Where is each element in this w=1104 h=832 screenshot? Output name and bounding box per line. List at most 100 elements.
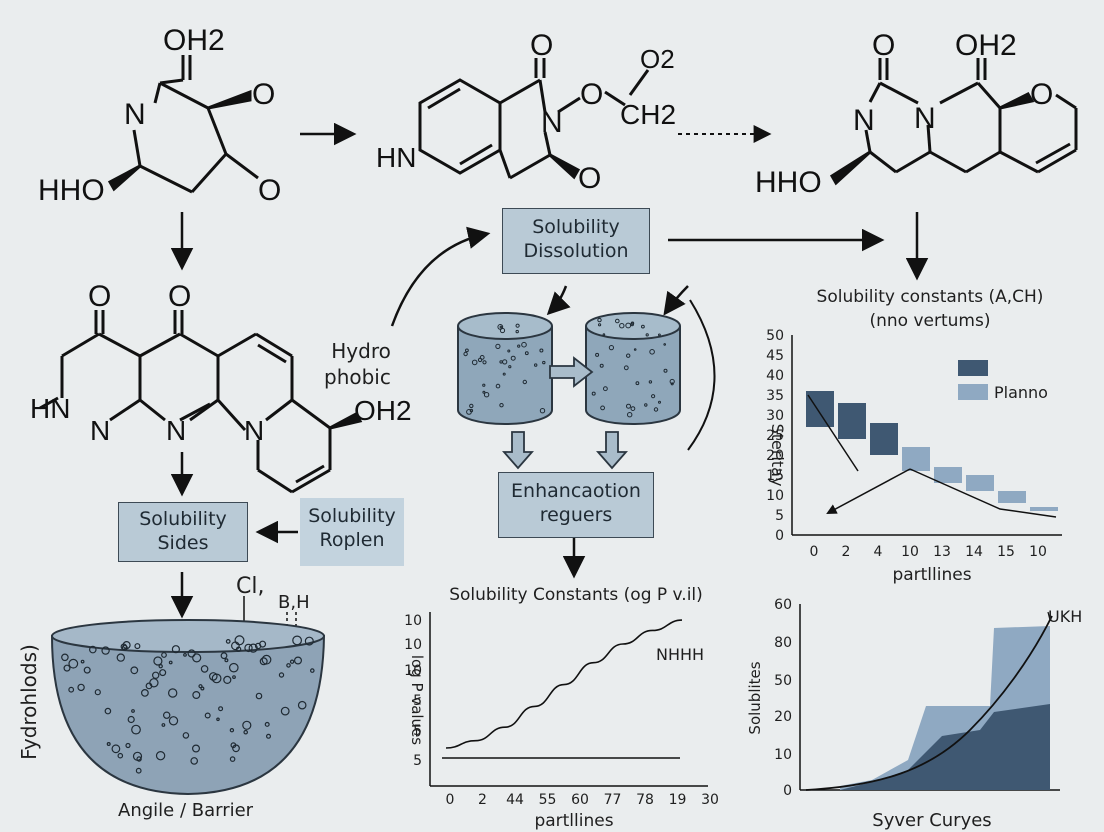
particle-0-25: [539, 408, 546, 414]
molecule-isoquinolinone: O O2 N O CH2 HN O: [376, 29, 676, 195]
chart2-xtick-0: 0: [446, 792, 455, 808]
molecule-pyrimidopyran: O OH2 N N O HHO: [755, 29, 1078, 199]
bowl-particle-70: [122, 640, 131, 650]
chart3-ytick-5: 60: [774, 597, 792, 613]
m1-n: N: [124, 98, 146, 131]
bowl-particle-51: [111, 744, 121, 754]
particle-1-18: [626, 353, 631, 358]
particle-1-3: [658, 333, 661, 337]
bowl-particle-15: [220, 652, 228, 660]
bowl-particle-80: [224, 658, 229, 663]
particle-0-1: [482, 360, 487, 365]
chart3-ytick-3: 50: [774, 673, 792, 689]
chart1-ytick-6: 30: [766, 408, 784, 424]
chart2-xtick-4: 60: [571, 792, 589, 808]
box-solubility-sides: Solubility Sides: [118, 502, 248, 562]
bowl-particle-36: [200, 686, 205, 691]
chart1-xtick-2: 4: [874, 544, 883, 560]
particle-1-25: [669, 378, 675, 385]
m3-n-left: N: [853, 104, 875, 137]
bowl-particle-65: [117, 752, 124, 759]
bowl-particle-23: [259, 657, 268, 666]
particle-1-1: [603, 386, 608, 392]
bowl-particle-86: [125, 742, 131, 749]
chart1-bar-6: [998, 491, 1026, 503]
bowl-particle-18: [229, 756, 236, 762]
chart2-xtick-2: 44: [506, 792, 524, 808]
particle-0-6: [508, 365, 512, 369]
bowl-particle-79: [278, 672, 285, 678]
bowl-particle-76: [106, 741, 111, 746]
chart1-legend-label: Planno: [994, 383, 1048, 402]
particle-0-2: [469, 403, 474, 409]
chart3-curve: [805, 615, 1053, 791]
particle-1-17: [615, 318, 620, 324]
bowl-particle-87: [209, 672, 218, 681]
chart1-ytick-7: 35: [766, 388, 784, 404]
m3-oh2: OH2: [955, 29, 1017, 62]
chart2-series-label: NHHH: [656, 645, 704, 664]
bowl-particle-83: [190, 757, 199, 765]
particle-1-2: [644, 403, 648, 407]
chart1-xtick-5: 14: [965, 544, 983, 560]
m4-n1: N: [90, 415, 110, 446]
bowl-particle-29: [161, 652, 167, 658]
label-cl: Cl,: [236, 574, 265, 599]
bowl-particle-75: [218, 706, 224, 712]
particle-1-22: [627, 412, 633, 418]
particle-1-9: [602, 333, 606, 336]
particle-0-19: [495, 383, 501, 389]
bowl-particle-39: [200, 665, 209, 673]
m2-o-top: O: [530, 29, 553, 62]
chart2-ytick-5: 10: [404, 613, 422, 629]
bowl-particle-22: [104, 707, 112, 715]
particle-1-33: [633, 348, 637, 351]
chart3-ytick-0: 0: [783, 783, 792, 799]
chart2-ytick-1: 5: [413, 723, 422, 739]
bowl-particle-73: [187, 649, 196, 658]
chart1-xtick-4: 13: [933, 544, 951, 560]
chart1-ytick-1: 5: [775, 508, 784, 524]
particle-0-30: [463, 351, 468, 357]
m3-n-mid: N: [914, 102, 936, 135]
particle-0-33: [499, 327, 506, 334]
particle-0-4: [515, 323, 520, 328]
molecule-tricyclic: O O HN N N N OH2: [30, 280, 412, 494]
chart1-bar-1: [838, 403, 866, 439]
bowl-particle-27: [244, 643, 253, 653]
chart1-xlabel: partllines: [892, 565, 971, 585]
m2-ch2: CH2: [620, 99, 676, 130]
chart1-bar-4: [934, 467, 962, 483]
particle-1-27: [635, 381, 640, 386]
particle-1-12: [591, 391, 596, 396]
cylinder-particles: [463, 317, 675, 418]
box-sides-line2: Sides: [157, 532, 209, 554]
chart2-xtick-3: 55: [539, 792, 557, 808]
hollow-arrows: [502, 356, 628, 470]
particle-0-24: [483, 392, 490, 398]
chart2-ytick-4: 10: [404, 637, 422, 653]
m2-hn: HN: [376, 142, 416, 173]
particle-1-16: [598, 323, 602, 327]
chart1-ytick-5: 25: [766, 428, 784, 444]
bowl-particle-53: [230, 742, 237, 749]
chart2-xtick-5: 77: [604, 792, 622, 808]
bowl-particle-7: [183, 653, 187, 657]
bowl-particle-64: [167, 688, 178, 698]
chart2-xlabel: partllines: [534, 811, 613, 831]
chart2-xtick-6: 78: [636, 792, 654, 808]
chart2-xtick-7: 19: [669, 792, 687, 808]
bowl-particle-8: [155, 751, 166, 761]
particle-0-22: [499, 360, 503, 364]
bowl-particle-1: [192, 653, 202, 663]
chart3-line-label: UKH: [1048, 607, 1082, 626]
bowl-particle-41: [243, 729, 249, 735]
particle-1-23: [623, 365, 629, 371]
particle-1-32: [645, 333, 649, 337]
bowl-particle-9: [162, 711, 171, 719]
box-roplen-line2: Roplen: [319, 529, 385, 551]
bowl-particle-20: [280, 706, 290, 716]
particle-0-8: [471, 359, 478, 366]
bowl-particle-37: [216, 717, 220, 722]
bowl-particle-52: [68, 658, 79, 669]
